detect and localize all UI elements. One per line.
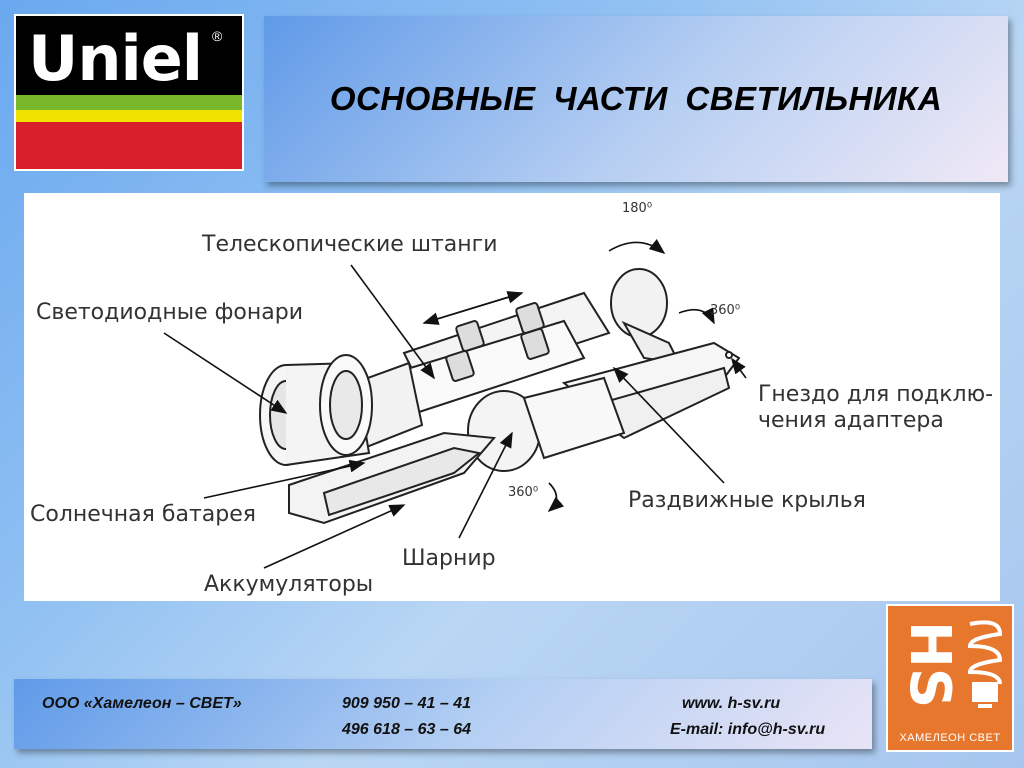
logo-green-band — [16, 95, 242, 110]
slide-title: ОСНОВНЫЕ ЧАСТИ СВЕТИЛЬНИКА — [329, 80, 943, 117]
hameleon-svet-logo: HS ХАМЕЛЕОН СВЕТ — [886, 604, 1014, 752]
lamp-drawing — [163, 239, 747, 569]
contact-footer: ООО «Хамелеон – СВЕТ» 909 950 – 41 – 41 … — [14, 679, 872, 749]
logo-brand-name: ХАМЕЛЕОН СВЕТ — [899, 732, 1001, 744]
company-name: ООО «Хамелеон – СВЕТ» — [42, 695, 242, 712]
leader-lines — [163, 239, 747, 569]
phone-1: 909 950 – 41 – 41 — [342, 695, 472, 712]
logo-black-band — [16, 16, 242, 95]
label-adapter-socket-line1: Гнездо для подклю- — [758, 382, 994, 407]
title-panel: ОСНОВНЫЕ ЧАСТИ СВЕТИЛЬНИКА — [264, 16, 1008, 182]
label-hinge: Шарнир — [402, 546, 496, 571]
angle-360-bottom-label: 360⁰ — [508, 485, 539, 500]
lightbulb-icon — [967, 620, 1003, 708]
lamp-diagram: 180⁰ 360⁰ 360⁰ Телескопические штанги Св… — [24, 193, 1000, 601]
email-link[interactable]: E-mail: info@h-sv.ru — [670, 721, 826, 738]
angle-360-top-label: 360⁰ — [710, 303, 741, 318]
logo-registered-mark: ® — [212, 28, 223, 44]
logo-red-band — [16, 122, 242, 169]
label-telescopic-rods: Телескопические штанги — [202, 232, 498, 257]
logo-wordmark: Uniel — [28, 22, 203, 95]
label-adapter-socket-line2: чения адаптера — [758, 408, 944, 433]
phone-2: 496 618 – 63 – 64 — [342, 721, 472, 738]
label-sliding-wings: Раздвижные крылья — [628, 488, 866, 513]
logo-yellow-band — [16, 110, 242, 122]
label-solar-panel: Солнечная батарея — [30, 502, 256, 527]
website-link[interactable]: www. h-sv.ru — [682, 695, 781, 712]
angle-180-label: 180⁰ — [622, 201, 653, 216]
lamp-body — [259, 268, 741, 525]
label-led-lamps: Светодиодные фонари — [36, 300, 303, 325]
label-batteries: Аккумуляторы — [204, 572, 374, 597]
uniel-logo: Uniel ® — [14, 14, 244, 171]
